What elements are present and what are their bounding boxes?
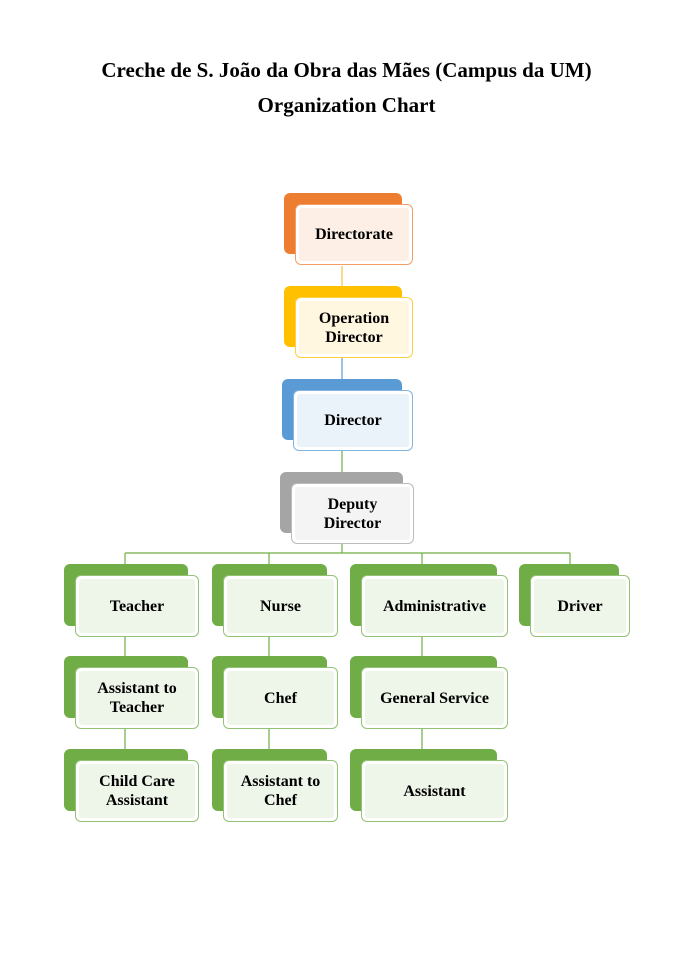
node-label: Chef (227, 671, 334, 725)
node-administrative: Administrative (350, 564, 508, 637)
node-label: Driver (534, 579, 626, 633)
node-label: Assistant to Chef (227, 764, 334, 818)
node-general-service: General Service (350, 656, 508, 729)
node-label: Administrative (365, 579, 504, 633)
node-assistant-to-teacher: Assistant to Teacher (64, 656, 199, 729)
node-label: Child Care Assistant (79, 764, 195, 818)
chart-subtitle: Organization Chart (257, 93, 436, 117)
node-operation-director: Operation Director (284, 286, 413, 358)
node-label: Deputy Director (295, 487, 410, 540)
node-label: Directorate (299, 208, 409, 261)
node-deputy-director: Deputy Director (280, 472, 414, 544)
node-teacher: Teacher (64, 564, 199, 637)
node-driver: Driver (519, 564, 630, 637)
chart-title: Creche de S. João da Obra das Mães (Camp… (101, 58, 592, 82)
node-label: Director (297, 394, 409, 447)
node-label: Assistant to Teacher (79, 671, 195, 725)
node-label: Teacher (79, 579, 195, 633)
node-child-care-assistant: Child Care Assistant (64, 749, 199, 822)
node-assistant: Assistant (350, 749, 508, 822)
node-chef: Chef (212, 656, 338, 729)
node-label: Operation Director (299, 301, 409, 354)
node-label: Assistant (365, 764, 504, 818)
node-assistant-to-chef: Assistant to Chef (212, 749, 338, 822)
node-label: General Service (365, 671, 504, 725)
node-label: Nurse (227, 579, 334, 633)
node-director: Director (282, 379, 413, 451)
node-nurse: Nurse (212, 564, 338, 637)
node-directorate: Directorate (284, 193, 413, 265)
